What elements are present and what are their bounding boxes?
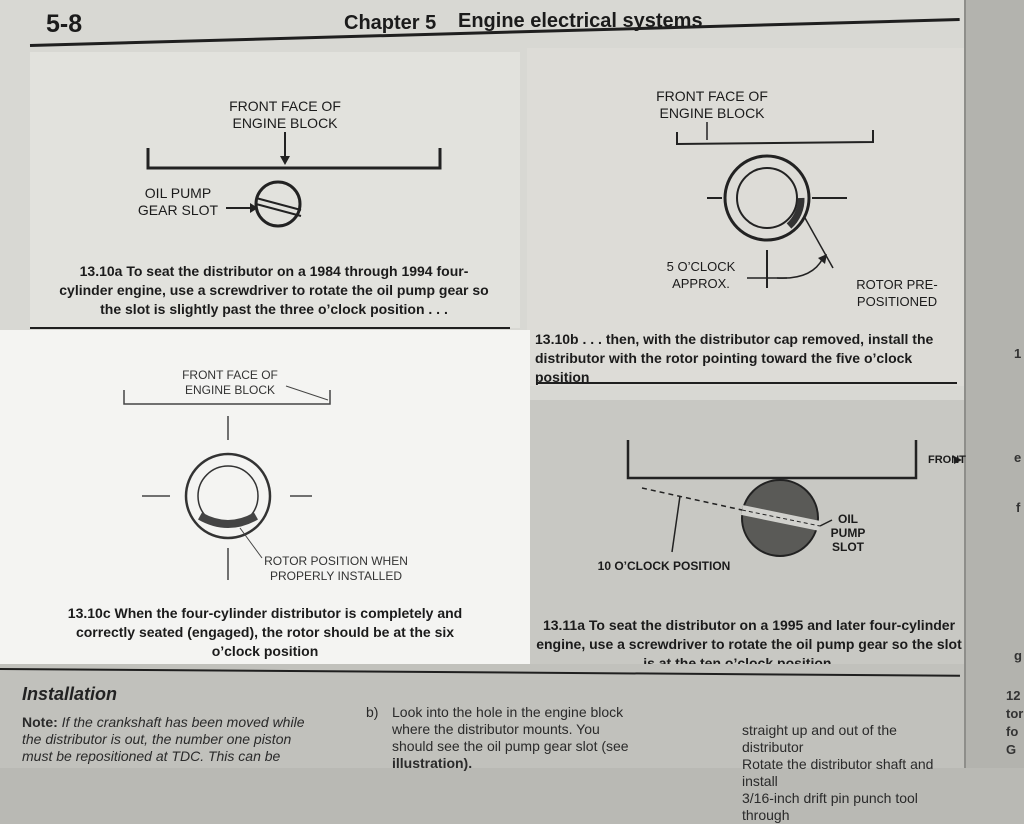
figure-13-10c: FRONT FACE OF ENGINE BLOCK ROTOR POSITIO… xyxy=(0,330,530,664)
chapter-label: Chapter 5 xyxy=(344,12,437,34)
front-face-label: FRONT FACE OF ENGINE BLOCK xyxy=(182,368,278,397)
rotor-pre-positioned-label: ROTOR PRE-POSITIONED xyxy=(856,277,938,309)
installation-section xyxy=(0,664,964,768)
facing-page-fragment: f xyxy=(1016,500,1021,515)
oil-pump-slot-diagram xyxy=(146,132,442,228)
installation-note: Note: If the crankshaft has been moved w… xyxy=(22,714,305,764)
facing-page-fragment: e xyxy=(1014,450,1022,465)
front-face-label: FRONT FACE OF ENGINE BLOCK xyxy=(656,88,768,121)
facing-page-fragment: tor xyxy=(1006,706,1024,721)
facing-page-fragment: G xyxy=(1006,742,1017,757)
step-marker: b) xyxy=(366,704,379,720)
facing-page-fragment: 12 xyxy=(1006,688,1021,703)
figure-13-10b: FRONT FACE OF ENGINE BLOCK 5 O’CLOCK APP… xyxy=(527,48,964,386)
rotor-five-oclock-diagram xyxy=(676,122,874,288)
installation-col3: straight up and out of the distributor R… xyxy=(742,722,934,823)
rotor-six-oclock-diagram xyxy=(123,385,331,580)
oil-pump-slot-label: OIL PUMP SLOT xyxy=(830,512,866,554)
front-label: FRONT xyxy=(928,454,966,466)
facing-page-edge xyxy=(964,0,1024,768)
caption-13-10c: 13.10c When the four-cylinder distributo… xyxy=(67,605,463,659)
five-oclock-label: 5 O’CLOCK APPROX. xyxy=(666,259,736,291)
oil-pump-gear-slot-label: OIL PUMP GEAR SLOT xyxy=(137,185,219,218)
oil-pump-ten-oclock-diagram xyxy=(626,440,962,557)
facing-page-fragment: 1 xyxy=(1014,346,1022,361)
facing-page-fragment: g xyxy=(1014,648,1022,663)
divider-top-right xyxy=(537,382,957,384)
rotor-position-label: ROTOR POSITION WHEN PROPERLY INSTALLED xyxy=(264,554,408,583)
installation-heading: Installation xyxy=(22,684,118,704)
caption-13-10b: 13.10b . . . then, with the distributor … xyxy=(535,331,934,385)
figure-13-11a: FRONT OIL PUMP SLOT 10 O’CLOCK POSITION … xyxy=(530,400,966,680)
ten-oclock-label: 10 O’CLOCK POSITION xyxy=(597,559,731,573)
page-number: 5-8 xyxy=(46,10,83,38)
front-face-label: FRONT FACE OF ENGINE BLOCK xyxy=(229,98,341,131)
installation-step-b: Look into the hole in the engine block w… xyxy=(392,704,629,771)
facing-page-fragment: fo xyxy=(1006,724,1019,739)
caption-13-10a: 13.10a To seat the distributor on a 1984… xyxy=(59,263,489,317)
figure-13-10a: FRONT FACE OF ENGINE BLOCK OIL PUMP GEAR… xyxy=(30,52,520,328)
divider-top-left xyxy=(30,327,510,329)
